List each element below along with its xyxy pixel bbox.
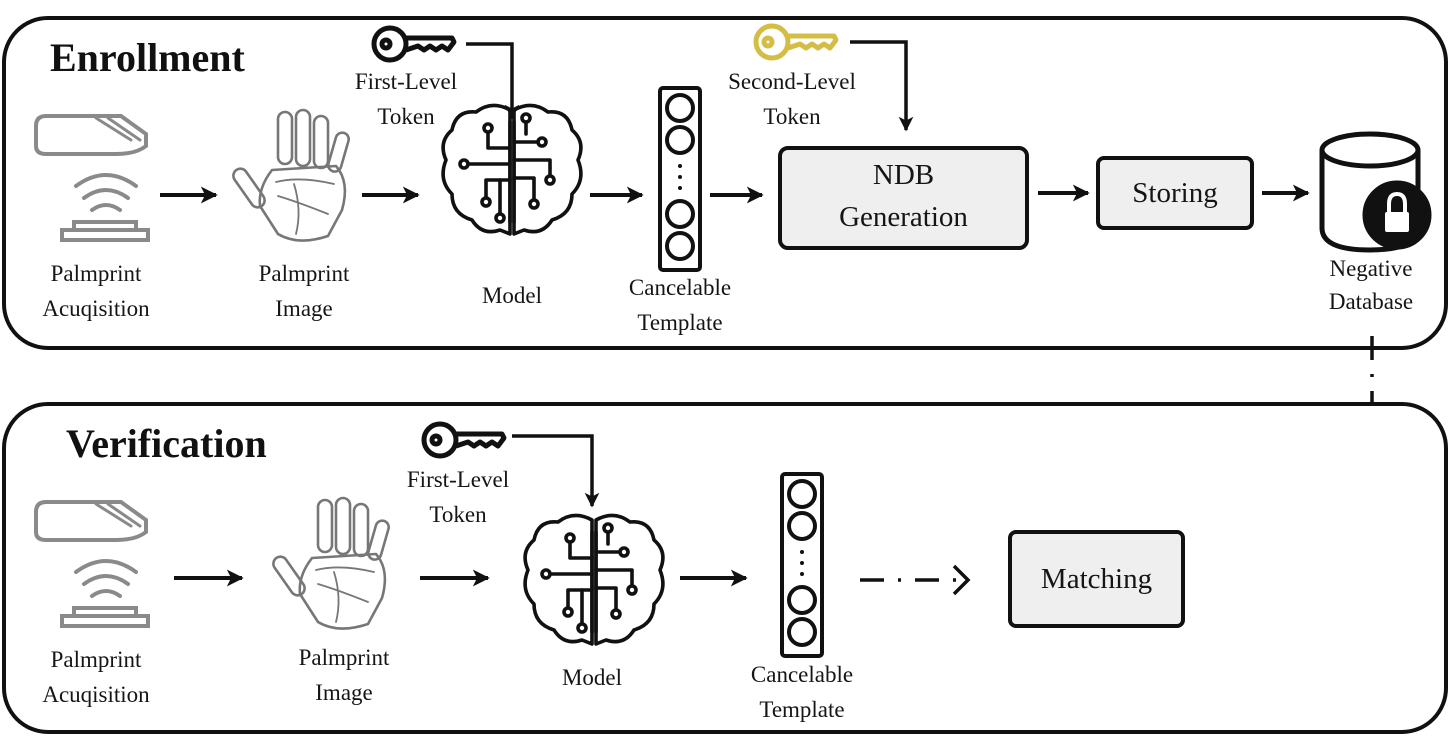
token1-arrow-verification [512,434,600,508]
storing-box [1096,156,1254,230]
template-to-matching-arrowhead [952,564,971,596]
enrollment-title: Enrollment [50,35,245,80]
token1-arrow-enrollment [466,42,520,120]
model-label-enrollment: Model [481,283,543,308]
ndb-generation-box [778,146,1029,250]
matching-box [1008,530,1185,628]
matching-text: Matching [1040,563,1153,595]
verification-title: Verification [66,421,267,466]
database-icon [1319,131,1432,253]
storing-text: Storing [1132,177,1218,209]
enrollment-panel [2,16,1448,350]
token2-arrow-enrollment [850,40,914,132]
verification-panel [2,402,1448,734]
model-label-verification: Model [561,665,623,690]
